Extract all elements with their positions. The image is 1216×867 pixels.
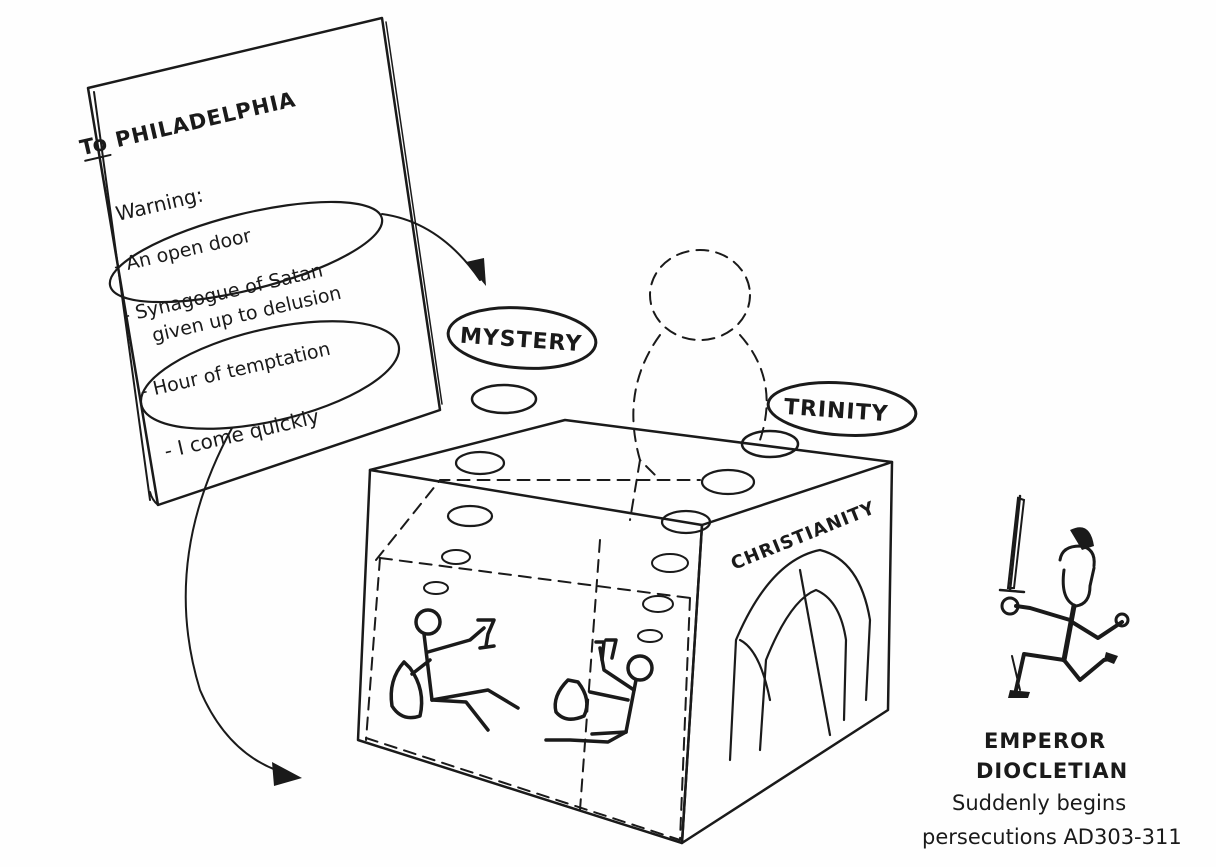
- helmet: [1058, 544, 1096, 568]
- note-item-4: - Hour of temptation: [138, 338, 332, 403]
- note-heading: Warning:: [113, 183, 205, 226]
- sword-blade: [1008, 494, 1022, 592]
- letter-to-philadelphia: To PHILADELPHIA Warning: - An open door …: [78, 16, 443, 507]
- back-leg: [1062, 656, 1116, 682]
- christianity-box: CHRISTIANITY: [356, 418, 894, 845]
- circle-synagogue: [108, 200, 384, 304]
- sword-arm: [1014, 604, 1072, 622]
- front-leg: [1014, 652, 1066, 692]
- arrow-to-box: [184, 427, 293, 776]
- emperor-torso: [1061, 603, 1077, 663]
- trinity-label: TRINITY: [766, 381, 918, 437]
- mystery-text: MYSTERY: [459, 324, 583, 357]
- box-hidden-edges: [365, 479, 701, 841]
- note-item-5: - I come quickly: [162, 404, 322, 463]
- mystery-label: MYSTERY: [446, 306, 598, 370]
- floating-ovals: [470, 383, 800, 459]
- sword-outline: [1006, 496, 1026, 589]
- box-bubbles: [423, 549, 689, 643]
- box-front: [356, 468, 704, 845]
- emperor-caption-line1: Suddenly begins: [952, 791, 1126, 815]
- drinking-figure-left: [389, 608, 520, 732]
- emperor-caption: EMPEROR DIOCLETIAN Suddenly begins perse…: [922, 729, 1182, 849]
- arrowhead-box: [272, 762, 302, 786]
- other-arm: [1070, 620, 1124, 640]
- box-top-holes: [446, 450, 756, 535]
- circle-come-quickly: [139, 320, 401, 430]
- note-title: To PHILADELPHIA: [78, 87, 299, 160]
- emperor-figure: [998, 494, 1130, 698]
- helmet-crest: [1070, 527, 1094, 550]
- title-underline: [84, 153, 112, 162]
- dashed-ghost-figure: [629, 249, 768, 521]
- head: [1061, 566, 1096, 608]
- drinking-figure-right: [544, 638, 654, 744]
- emperor-name-line2: DIOCLETIAN: [976, 759, 1128, 783]
- arrows: [184, 213, 486, 786]
- arrowhead-mystery: [466, 258, 486, 286]
- emperor-name-line1: EMPEROR: [984, 729, 1106, 753]
- arrow-to-mystery: [381, 213, 481, 281]
- trinity-text: TRINITY: [783, 395, 889, 427]
- box-side: [680, 460, 894, 845]
- arch-doorway: [728, 548, 872, 762]
- sword-guard: [998, 588, 1026, 594]
- emperor-caption-line2: persecutions AD303-311: [922, 825, 1182, 849]
